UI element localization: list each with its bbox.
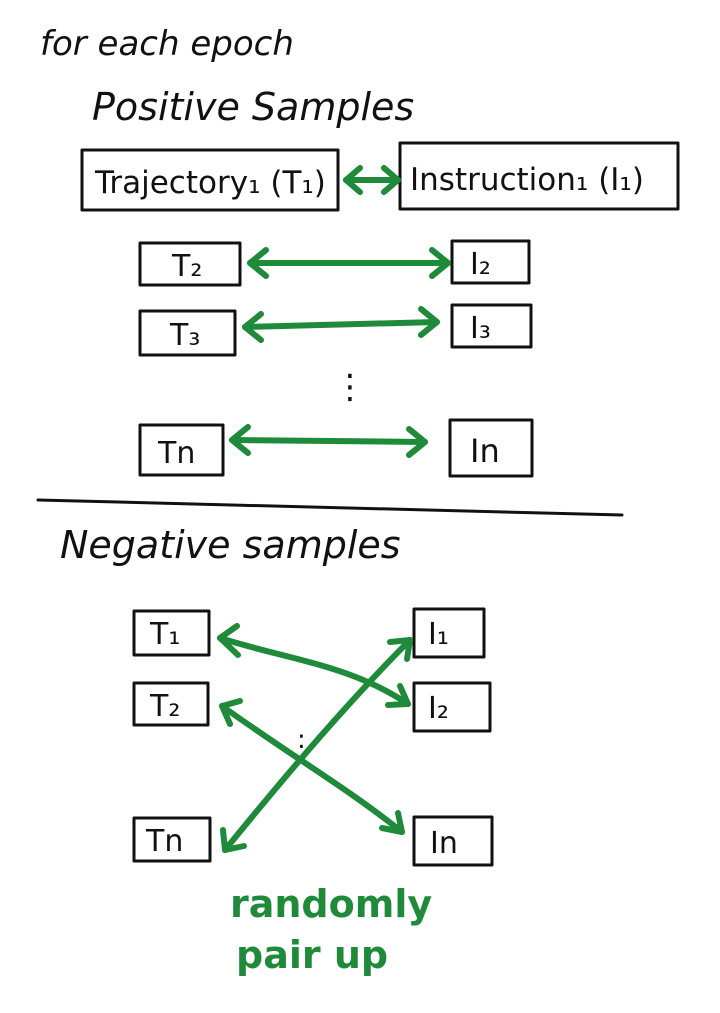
arrow-pair-1 [343,165,401,195]
trajectory-2-label: T₂ [171,249,202,284]
trajectory-1-box [80,148,340,212]
positive-arrows [229,165,451,458]
neg-instruction-n-label: In [430,826,458,861]
instruction-3-label: I₃ [470,311,491,346]
trajectory-n-box [138,423,225,477]
positive-pair-1: Trajectory₁ (T₁) Instruction₁ (I₁) [80,141,680,212]
arrow-pair-n [229,424,428,458]
arrow-t2-to-in [219,698,405,835]
neg-instruction-2-label: I₂ [428,691,449,726]
neg-instruction-1-label: I₁ [428,617,449,652]
negative-ellipsis: : [297,725,306,755]
negative-heading: Negative samples [60,523,401,567]
positive-pair-n: Tn In [138,418,534,478]
instruction-2-label: I₂ [470,247,491,282]
neg-trajectory-2-box [132,681,210,727]
negative-arrows [217,623,413,853]
epoch-title: for each epoch [40,24,294,64]
negative-instructions: I₁ I₂ In [412,607,494,867]
neg-instruction-2-box [412,681,492,733]
positive-pair-2: T₂ I₂ [138,239,531,287]
section-divider [36,498,624,517]
neg-trajectory-1-label: T₁ [149,617,180,652]
instruction-n-label: In [470,432,500,470]
trajectory-1-label: Trajectory₁ (T₁) [94,165,326,201]
arrow-pair-3 [242,306,440,343]
instruction-1-box [398,141,680,211]
positive-heading: Positive Samples [92,85,414,129]
instruction-n-box [448,418,534,478]
neg-trajectory-n-label: Tn [145,824,183,859]
trajectory-n-label: Tn [157,436,195,471]
arrow-tn-to-i1 [220,637,413,853]
random-pair-note-line2: pair up [236,933,388,977]
arrow-t1-to-i2 [217,623,411,708]
positive-ellipsis: ⋮ [333,367,367,407]
neg-trajectory-n-box [132,816,212,863]
instruction-3-box [450,303,533,349]
neg-trajectory-2-label: T₂ [149,689,180,724]
trajectory-3-box [138,309,237,357]
positive-pair-3: T₃ I₃ [138,303,533,357]
neg-instruction-1-box [412,607,486,659]
neg-instruction-n-box [412,815,494,867]
negative-trajectories: T₁ T₂ Tn [132,609,212,863]
instruction-1-label: Instruction₁ (I₁) [410,162,644,198]
instruction-2-box [450,239,531,285]
trajectory-3-label: T₃ [169,318,200,353]
random-pair-note-line1: randomly [230,882,432,926]
neg-trajectory-1-box [132,609,211,657]
arrow-pair-2 [247,247,451,279]
trajectory-2-box [138,241,242,287]
